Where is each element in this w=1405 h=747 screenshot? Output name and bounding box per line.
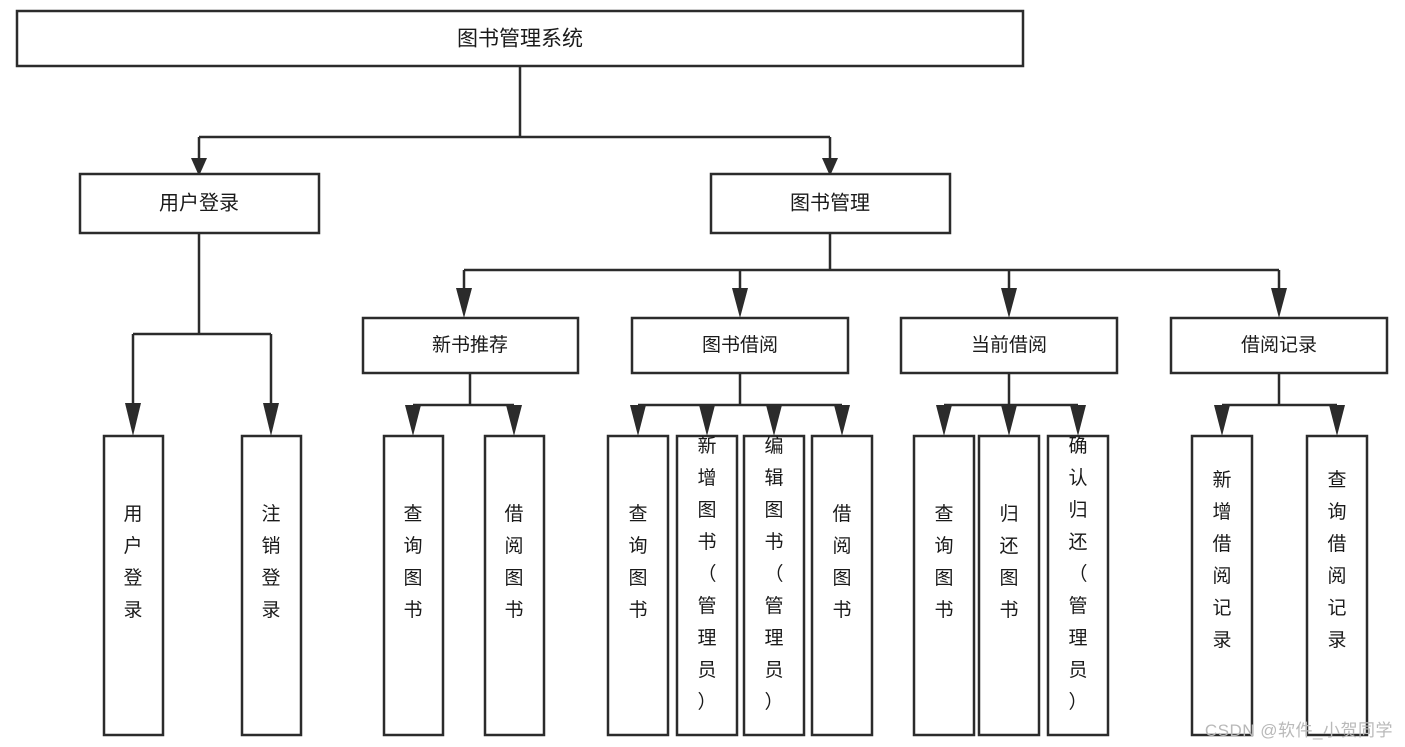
- arrow-head-user-login: [191, 158, 207, 176]
- node-user-login-label: 用户登录: [159, 191, 239, 214]
- node-root-box[interactable]: [15, 9, 1025, 68]
- arrow-head-new-book-leaf-1: [405, 405, 421, 436]
- leaf-new-book-query-label: 查询图书: [403, 503, 422, 621]
- leaf-book-borrow-edit-box[interactable]: [742, 434, 806, 737]
- leaf-new-book-query-box[interactable]: [382, 434, 445, 737]
- arrow-head-book-borrow-leaf-3: [766, 405, 782, 436]
- node-current-borrow[interactable]: 当前借阅: [899, 316, 1119, 375]
- node-root-label: 图书管理系统: [457, 28, 583, 51]
- leaf-current-borrow-query[interactable]: 查询图书: [912, 434, 976, 737]
- node-root[interactable]: 图书管理系统: [15, 9, 1025, 68]
- node-book-borrow[interactable]: 图书借阅: [630, 316, 850, 375]
- leaf-book-borrow-query-box[interactable]: [606, 434, 670, 737]
- arrow-head-current-borrow-leaf-3: [1070, 405, 1086, 436]
- leaf-borrow-record-query-box[interactable]: [1305, 434, 1369, 737]
- leaf-user-login-logout-box[interactable]: [240, 434, 303, 737]
- leaf-book-borrow-borrow[interactable]: 借阅图书: [810, 434, 874, 737]
- leaf-book-borrow-borrow-label: 借阅图书: [832, 503, 851, 621]
- node-book-management[interactable]: 图书管理: [709, 172, 952, 235]
- node-new-book-recommend-label: 新书推荐: [432, 334, 508, 356]
- node-current-borrow-label: 当前借阅: [971, 334, 1047, 356]
- arrow-head-user-login-leaf-2: [263, 403, 279, 436]
- leaf-book-borrow-edit[interactable]: 编辑图书（管理员）: [742, 434, 806, 737]
- arrow-head-book-borrow-leaf-4: [834, 405, 850, 436]
- arrow-head-new-book: [456, 288, 472, 318]
- leaf-current-borrow-confirm[interactable]: 确认归还（管理员）: [1046, 434, 1110, 737]
- leaf-borrow-record-add[interactable]: 新增借阅记录: [1190, 434, 1254, 737]
- node-book-borrow-label: 图书借阅: [702, 334, 778, 356]
- node-borrow-record[interactable]: 借阅记录: [1169, 316, 1389, 375]
- arrow-head-user-login-leaf-1: [125, 403, 141, 436]
- leaf-current-borrow-confirm-box[interactable]: [1046, 434, 1110, 737]
- leaf-book-borrow-borrow-box[interactable]: [810, 434, 874, 737]
- leaf-borrow-record-query[interactable]: 查询借阅记录: [1305, 434, 1369, 737]
- leaf-user-login-login-box[interactable]: [102, 434, 165, 737]
- leaf-new-book-borrow[interactable]: 借阅图书: [483, 434, 546, 737]
- leaf-new-book-query[interactable]: 查询图书: [382, 434, 445, 737]
- node-book-management-label: 图书管理: [790, 191, 870, 214]
- leaf-borrow-record-query-label: 查询借阅记录: [1327, 469, 1346, 651]
- leaf-current-borrow-query-box[interactable]: [912, 434, 976, 737]
- leaf-book-borrow-add-box[interactable]: [675, 434, 739, 737]
- node-user-login-box[interactable]: [78, 172, 321, 235]
- arrow-head-book-mgmt: [822, 158, 838, 176]
- leaf-current-borrow-return-label: 归还图书: [999, 503, 1018, 621]
- leaf-book-borrow-add-label: 新增图书（管理员）: [697, 435, 716, 713]
- leaf-current-borrow-confirm-label: 确认归还（管理员）: [1068, 435, 1087, 713]
- node-new-book-recommend[interactable]: 新书推荐: [361, 316, 580, 375]
- arrow-head-borrow-record-leaf-2: [1329, 405, 1345, 436]
- arrow-head-current-borrow-leaf-2: [1001, 405, 1017, 436]
- arrow-head-current-borrow-leaf-1: [936, 405, 952, 436]
- leaf-user-login-logout[interactable]: 注销登录: [240, 434, 303, 737]
- leaf-current-borrow-return[interactable]: 归还图书: [977, 434, 1041, 737]
- leaf-user-login-logout-label: 注销登录: [261, 503, 280, 621]
- arrow-head-new-book-leaf-2: [506, 405, 522, 436]
- node-current-borrow-box[interactable]: [899, 316, 1119, 375]
- leaf-book-borrow-query-label: 查询图书: [628, 503, 647, 621]
- arrow-head-book-borrow-leaf-2: [699, 405, 715, 436]
- leaf-book-borrow-add[interactable]: 新增图书（管理员）: [675, 434, 739, 737]
- leaf-borrow-record-add-box[interactable]: [1190, 434, 1254, 737]
- leaf-borrow-record-add-label: 新增借阅记录: [1212, 469, 1231, 651]
- node-book-borrow-box[interactable]: [630, 316, 850, 375]
- leaf-current-borrow-return-box[interactable]: [977, 434, 1041, 737]
- leaf-book-borrow-edit-label: 编辑图书（管理员）: [764, 435, 783, 713]
- leaf-new-book-borrow-label: 借阅图书: [504, 503, 523, 621]
- arrow-head-current-borrow: [1001, 288, 1017, 318]
- arrow-head-book-borrow-leaf-1: [630, 405, 646, 436]
- node-new-book-recommend-box[interactable]: [361, 316, 580, 375]
- leaf-book-borrow-query[interactable]: 查询图书: [606, 434, 670, 737]
- node-borrow-record-box[interactable]: [1169, 316, 1389, 375]
- leaf-user-login-login[interactable]: 用户登录: [102, 434, 165, 737]
- leaf-user-login-login-label: 用户登录: [123, 504, 142, 621]
- node-borrow-record-label: 借阅记录: [1241, 334, 1317, 356]
- arrow-head-borrow-record-leaf-1: [1214, 405, 1230, 436]
- arrow-head-book-borrow: [732, 288, 748, 318]
- node-user-login[interactable]: 用户登录: [78, 172, 321, 235]
- leaf-new-book-borrow-box[interactable]: [483, 434, 546, 737]
- arrow-head-borrow-record: [1271, 288, 1287, 318]
- connector-layer: [125, 66, 1345, 436]
- leaf-current-borrow-query-label: 查询图书: [934, 503, 953, 621]
- node-book-management-box[interactable]: [709, 172, 952, 235]
